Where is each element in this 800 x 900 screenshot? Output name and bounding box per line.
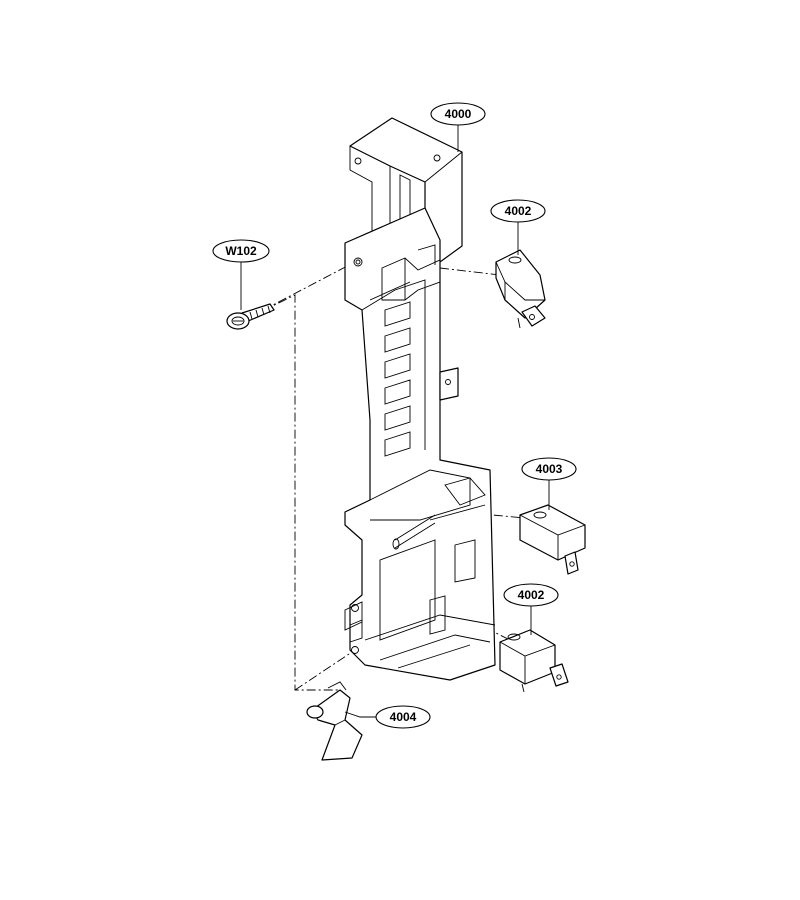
- callout-4002-bottom: 4002: [503, 583, 559, 607]
- leader-lines: [240, 124, 550, 718]
- lever-4004: [306, 681, 363, 761]
- callout-label-4003: 4003: [536, 462, 563, 476]
- callout-label-4002-top: 4002: [505, 204, 532, 218]
- micro-switch-4002-bottom: [499, 629, 569, 693]
- callout-label-4000: 4000: [445, 107, 472, 121]
- latch-board-4000: [344, 117, 496, 681]
- screw-W102: [226, 303, 275, 330]
- callout-4000: 4000: [430, 102, 486, 126]
- callout-4003: 4003: [521, 457, 577, 481]
- callout-4002-top: 4002: [490, 199, 546, 223]
- callout-W102: W102: [212, 239, 270, 263]
- callout-4004: 4004: [375, 705, 431, 729]
- callout-label-4002-bottom: 4002: [518, 588, 545, 602]
- micro-switch-4003: [519, 504, 586, 575]
- micro-switch-4002-top: [495, 249, 546, 329]
- callout-label-W102: W102: [225, 244, 257, 258]
- callout-label-4004: 4004: [390, 710, 417, 724]
